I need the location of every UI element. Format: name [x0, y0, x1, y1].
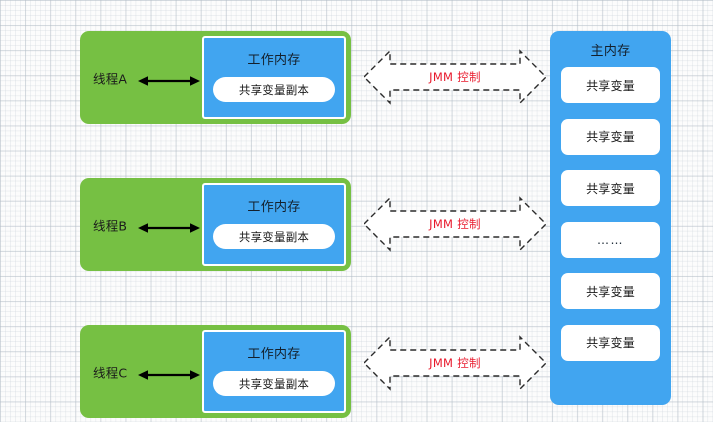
- shared-variable-ellipsis-item: ……: [561, 221, 660, 258]
- shared-variable-item: 共享变量: [561, 118, 660, 155]
- thread-sync-arrow-icon: [138, 219, 200, 233]
- shared-variable-copy-b: 共享变量副本: [213, 224, 335, 249]
- main-memory-variable-list: 共享变量 共享变量 共享变量 …… 共享变量 共享变量: [561, 67, 660, 361]
- shared-variable-item: 共享变量: [561, 67, 660, 103]
- thread-sync-arrow-icon: [138, 366, 200, 380]
- jmm-control-arrow-c: JMM 控制: [363, 334, 547, 392]
- shared-variable-item: 共享变量: [561, 324, 660, 361]
- jmm-control-arrow-b: JMM 控制: [363, 195, 547, 253]
- shared-variable-item: 共享变量: [561, 273, 660, 309]
- thread-label-b: 线程B: [93, 218, 128, 233]
- jmm-control-arrow-a: JMM 控制: [363, 48, 547, 106]
- shared-variable-copy-c: 共享变量副本: [213, 371, 335, 396]
- thread-block-a[interactable]: 线程A 工作内存 共享变量副本: [80, 31, 351, 124]
- working-memory-title-b: 工作内存: [247, 200, 301, 215]
- working-memory-b[interactable]: 工作内存 共享变量副本: [202, 183, 346, 266]
- shared-variable-item: 共享变量: [561, 170, 660, 206]
- thread-block-c[interactable]: 线程C 工作内存 共享变量副本: [80, 325, 351, 418]
- thread-block-b[interactable]: 线程B 工作内存 共享变量副本: [80, 178, 351, 271]
- thread-label-a: 线程A: [93, 71, 128, 86]
- thread-label-c: 线程C: [93, 365, 128, 380]
- working-memory-a[interactable]: 工作内存 共享变量副本: [202, 36, 346, 119]
- working-memory-title-a: 工作内存: [247, 53, 301, 68]
- main-memory-block[interactable]: 主内存 共享变量 共享变量 共享变量 …… 共享变量 共享变量: [550, 31, 671, 405]
- working-memory-title-c: 工作内存: [247, 347, 301, 362]
- main-memory-title: 主内存: [590, 44, 631, 59]
- thread-sync-arrow-icon: [138, 72, 200, 86]
- shared-variable-copy-a: 共享变量副本: [213, 77, 335, 102]
- working-memory-c[interactable]: 工作内存 共享变量副本: [202, 330, 346, 413]
